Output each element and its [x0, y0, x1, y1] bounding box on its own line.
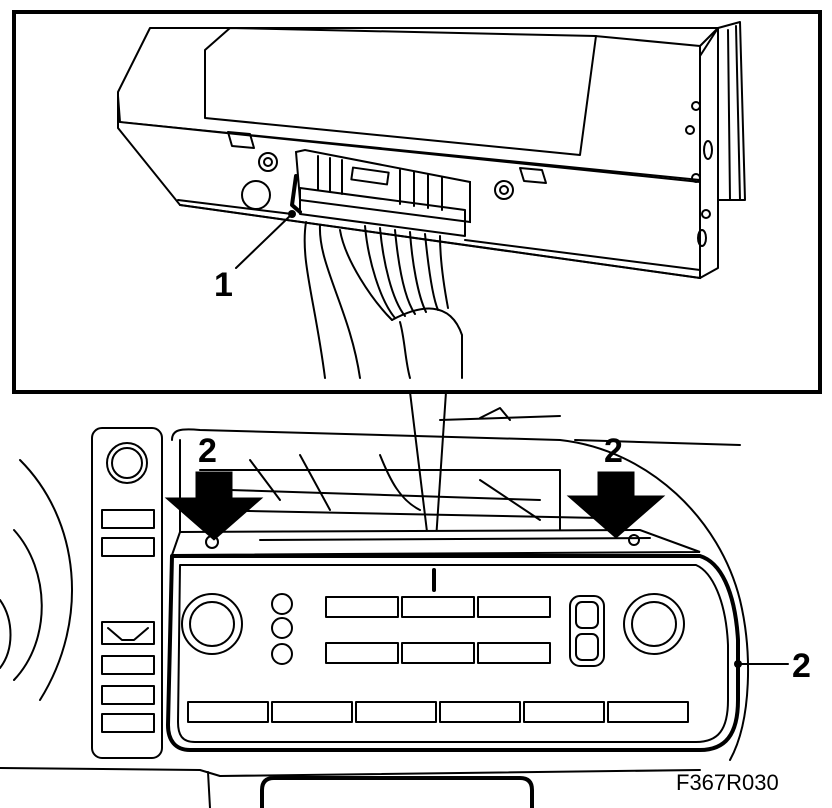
- function-button-4[interactable]: [439, 701, 521, 723]
- function-button-2[interactable]: [271, 701, 353, 723]
- wiring-harness: [303, 221, 463, 379]
- detail-inset: 1: [12, 10, 822, 394]
- dash-opening: [171, 407, 749, 761]
- round-button-3[interactable]: [271, 643, 293, 665]
- callout-1-leader: [235, 213, 293, 269]
- round-button-2[interactable]: [271, 617, 293, 639]
- inset-pointer: [409, 391, 447, 541]
- callout-2-left-label: 2: [198, 432, 217, 470]
- seek-rocker[interactable]: [569, 595, 605, 667]
- wiring-connector: [290, 148, 471, 237]
- callout-1-dot: [288, 210, 296, 218]
- function-button-5[interactable]: [523, 701, 605, 723]
- lower-dashboard: [0, 767, 701, 808]
- figure-id: F367R030: [676, 770, 779, 795]
- tuning-knob[interactable]: [623, 593, 685, 655]
- function-button-3[interactable]: [355, 701, 437, 723]
- dash-arc-2: [13, 529, 43, 681]
- callout-2-edge-dot: [734, 660, 742, 668]
- volume-knob[interactable]: [181, 593, 243, 655]
- preset-button-3[interactable]: [477, 596, 551, 618]
- preset-button-6[interactable]: [477, 642, 551, 664]
- callout-1-label: 1: [214, 266, 233, 304]
- dashboard-view: 2 2 2: [0, 407, 811, 808]
- function-button-1[interactable]: [187, 701, 269, 723]
- round-button-1[interactable]: [271, 593, 293, 615]
- callout-2-right-label: 2: [604, 432, 623, 470]
- radio-front-panel: [166, 528, 740, 752]
- left-switch-column: [91, 427, 163, 759]
- internal-chassis: [199, 454, 601, 531]
- dash-arc-1: [19, 459, 73, 701]
- function-button-6[interactable]: [607, 701, 689, 723]
- preset-button-1[interactable]: [325, 596, 399, 618]
- preset-button-4[interactable]: [325, 642, 399, 664]
- preset-button-5[interactable]: [401, 642, 475, 664]
- right-clip: [628, 534, 640, 546]
- dash-arc-3: [0, 599, 12, 669]
- left-down-arrow-icon: [164, 471, 264, 541]
- right-down-arrow-icon: [566, 471, 666, 539]
- preset-button-2[interactable]: [401, 596, 475, 618]
- callout-2-edge-label: 2: [792, 647, 811, 685]
